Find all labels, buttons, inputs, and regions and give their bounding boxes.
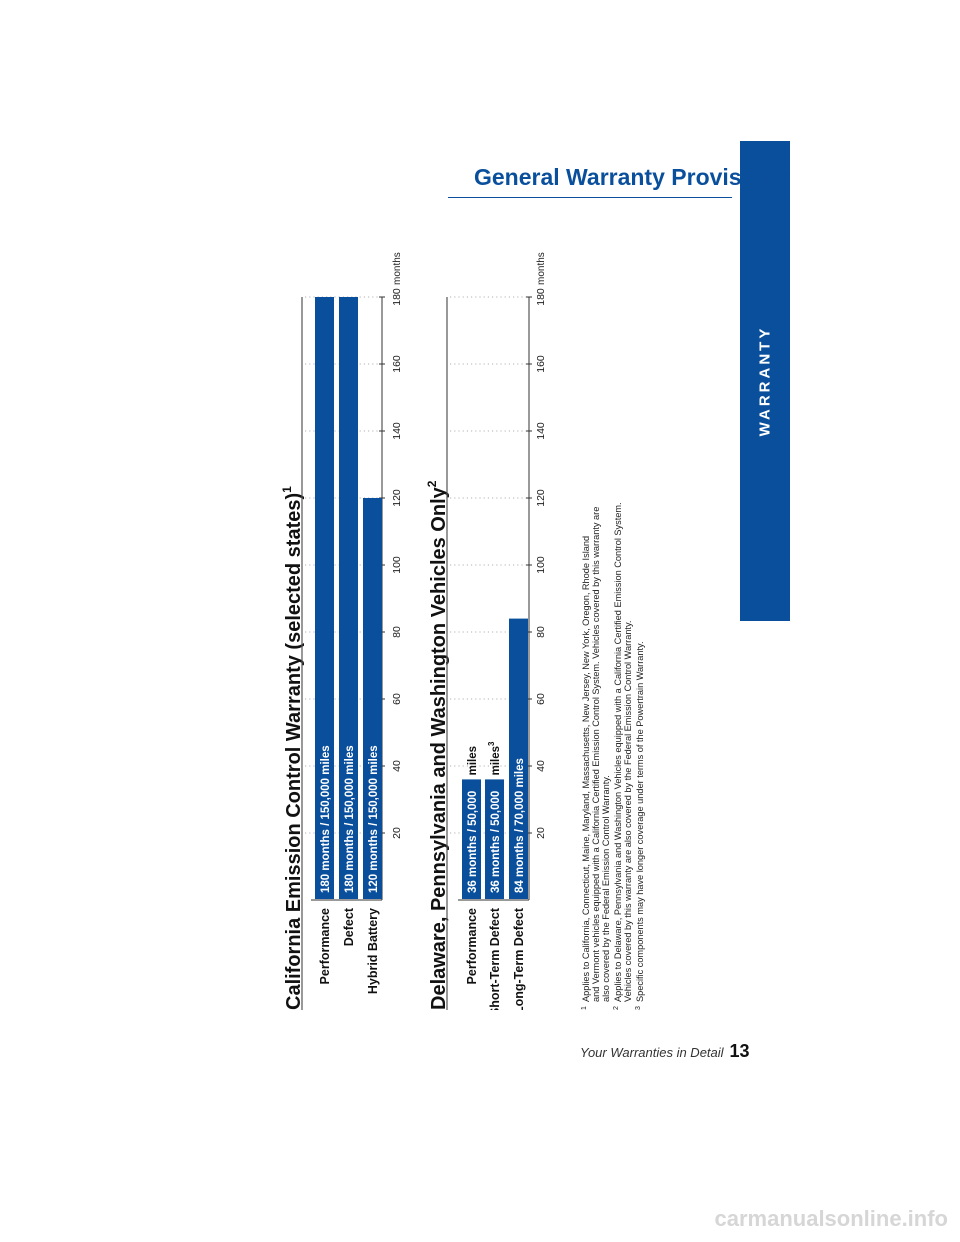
tick-label-0-7: 160 — [391, 355, 403, 373]
footnote-line-0-2: also covered by the Federal Emission Con… — [601, 775, 611, 1002]
bar-0-2 — [363, 498, 382, 899]
tick-label-1-5: 120 — [535, 489, 547, 507]
chart-title-sup-1: 2 — [425, 480, 439, 487]
rotated-content: California Emission Control Warranty (se… — [280, 230, 752, 1016]
page-title: General Warranty Provisions — [474, 164, 789, 190]
bar-0-1 — [339, 297, 358, 899]
chart-title-0: California Emission Control Warranty (se… — [282, 486, 305, 1010]
footnote-number-1: 2 — [613, 1006, 620, 1010]
bar-label-suffix-text-1-0: miles — [467, 746, 479, 775]
bar-1-0 — [462, 779, 481, 899]
footnote-number-0: 1 — [581, 1006, 588, 1010]
tick-label-0-1: 40 — [391, 760, 403, 772]
tick-label-1-8: 180 — [535, 288, 547, 306]
page-footer: Your Warranties in Detail 13 — [580, 1041, 750, 1062]
bar-0-0 — [315, 297, 334, 899]
tick-label-1-4: 100 — [535, 556, 547, 574]
warranty-side-tab: WARRANTY — [740, 141, 790, 621]
category-label-1-0: Performance — [465, 908, 479, 984]
side-tab-label: WARRANTY — [756, 325, 774, 437]
watermark: carmanualsonline.info — [714, 1206, 949, 1231]
tick-label-0-2: 60 — [391, 693, 403, 705]
tick-label-0-4: 100 — [391, 556, 403, 574]
footnote-line-0-0: Applies to California, Connecticut, Main… — [581, 536, 591, 1002]
chart-title-text-0: California Emission Control Warranty (se… — [283, 493, 305, 1010]
tick-label-0-6: 140 — [391, 422, 403, 440]
x-axis-label-0: months — [392, 252, 403, 285]
chart-title-sup-0: 1 — [282, 486, 294, 493]
tick-label-0-0: 20 — [391, 827, 403, 839]
bar-label-0-1: 180 months / 150,000 miles — [344, 745, 356, 893]
tick-label-1-1: 40 — [535, 760, 547, 772]
bar-label-0-0: 180 months / 150,000 miles — [320, 745, 332, 893]
bar-label-1-0: 36 months / 50,000 — [467, 791, 479, 893]
warranty-charts: California Emission Control Warranty (se… — [280, 252, 645, 1016]
title-divider — [448, 197, 732, 198]
footnote-line-1-1: Vehicles covered by this warranty are al… — [623, 621, 633, 1002]
category-label-1-2: Long-Term Defect — [512, 907, 526, 1010]
tick-label-0-5: 120 — [391, 489, 403, 507]
footnote-line-0-1: and Vermont vehicles equipped with a Cal… — [591, 507, 601, 1002]
footnote-number-2: 3 — [635, 1006, 642, 1010]
footnote-line-1-0: Applies to Delaware, Pennsylvania and Wa… — [613, 502, 623, 1002]
tick-label-1-3: 80 — [535, 626, 547, 638]
chart-title-1: Delaware, Pennsylvania and Washington Ve… — [425, 480, 450, 1010]
bar-label-suffix-1-0: miles — [467, 746, 479, 775]
tick-label-1-2: 60 — [535, 693, 547, 705]
category-label-0-0: Performance — [318, 908, 332, 984]
bar-label-suffix-1-1: miles3 — [487, 741, 502, 775]
tick-label-0-8: 180 — [391, 288, 403, 306]
bar-1-2 — [509, 618, 528, 899]
category-label-0-2: Hybrid Battery — [366, 908, 380, 994]
page-number: 13 — [729, 1041, 750, 1061]
x-axis-label-1: months — [536, 252, 547, 285]
bar-label-0-2: 120 months / 150,000 miles — [368, 745, 380, 893]
tick-label-1-6: 140 — [535, 422, 547, 440]
tick-label-1-7: 160 — [535, 355, 547, 373]
bar-1-1 — [485, 779, 504, 899]
category-label-1-1: Short-Term Defect — [488, 907, 502, 1010]
bar-label-sup-1-1: 3 — [487, 741, 496, 746]
category-label-0-1: Defect — [342, 907, 356, 946]
chart-title-text-1: Delaware, Pennsylvania and Washington Ve… — [428, 486, 450, 1010]
tick-label-1-0: 20 — [535, 827, 547, 839]
bar-label-1-2: 84 months / 70,000 miles — [514, 758, 526, 893]
footer-text: Your Warranties in Detail — [580, 1045, 724, 1060]
bar-label-1-1: 36 months / 50,000 — [490, 791, 502, 893]
bar-label-suffix-text-1-1: miles — [490, 746, 502, 775]
footnote-line-2-0: Specific components may have longer cove… — [635, 641, 645, 1002]
tick-label-0-3: 80 — [391, 626, 403, 638]
